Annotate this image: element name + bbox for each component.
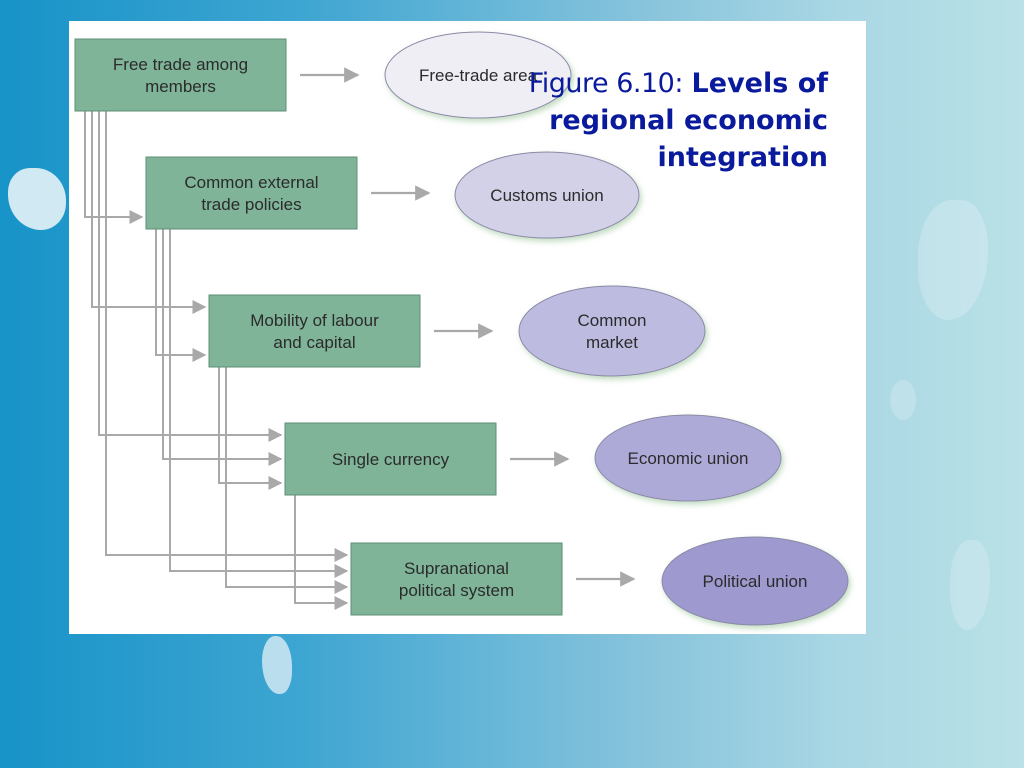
map-landmass [8,168,66,230]
condition-box [74,38,287,112]
condition-box [145,156,358,230]
feed-connector [294,495,349,610]
figure-title: Figure 6.10: Levels of regional economic… [498,65,828,176]
condition-box [350,542,563,616]
outcome-oval [594,414,782,502]
map-landmass [890,380,916,420]
outcome-label: Political union [703,572,808,591]
condition-box [208,294,421,368]
outcome-label: Customs union [490,186,603,205]
outcome-oval [661,536,849,626]
condition-label: Single currency [332,450,450,469]
outcome-label: Free-trade area [419,66,538,85]
feed-connector [98,111,283,442]
outcome-oval [518,285,706,377]
feed-connector [218,367,283,490]
feed-connector [225,367,349,594]
feed-connector [105,111,349,562]
figure-number: Figure 6.10: [528,68,684,99]
outcome-label: Economic union [628,449,749,468]
feed-connector [169,229,349,578]
map-landmass [950,540,990,630]
outcome-oval [384,31,572,119]
map-landmass [262,636,292,694]
figure-name: Levels of regional economic integration [549,68,828,173]
condition-box [284,422,497,496]
outcome-oval [454,151,640,239]
feed-connector [91,111,207,314]
feed-connector [162,229,283,466]
feed-connector [155,229,207,362]
map-landmass [918,200,988,320]
feed-connector [84,111,144,224]
